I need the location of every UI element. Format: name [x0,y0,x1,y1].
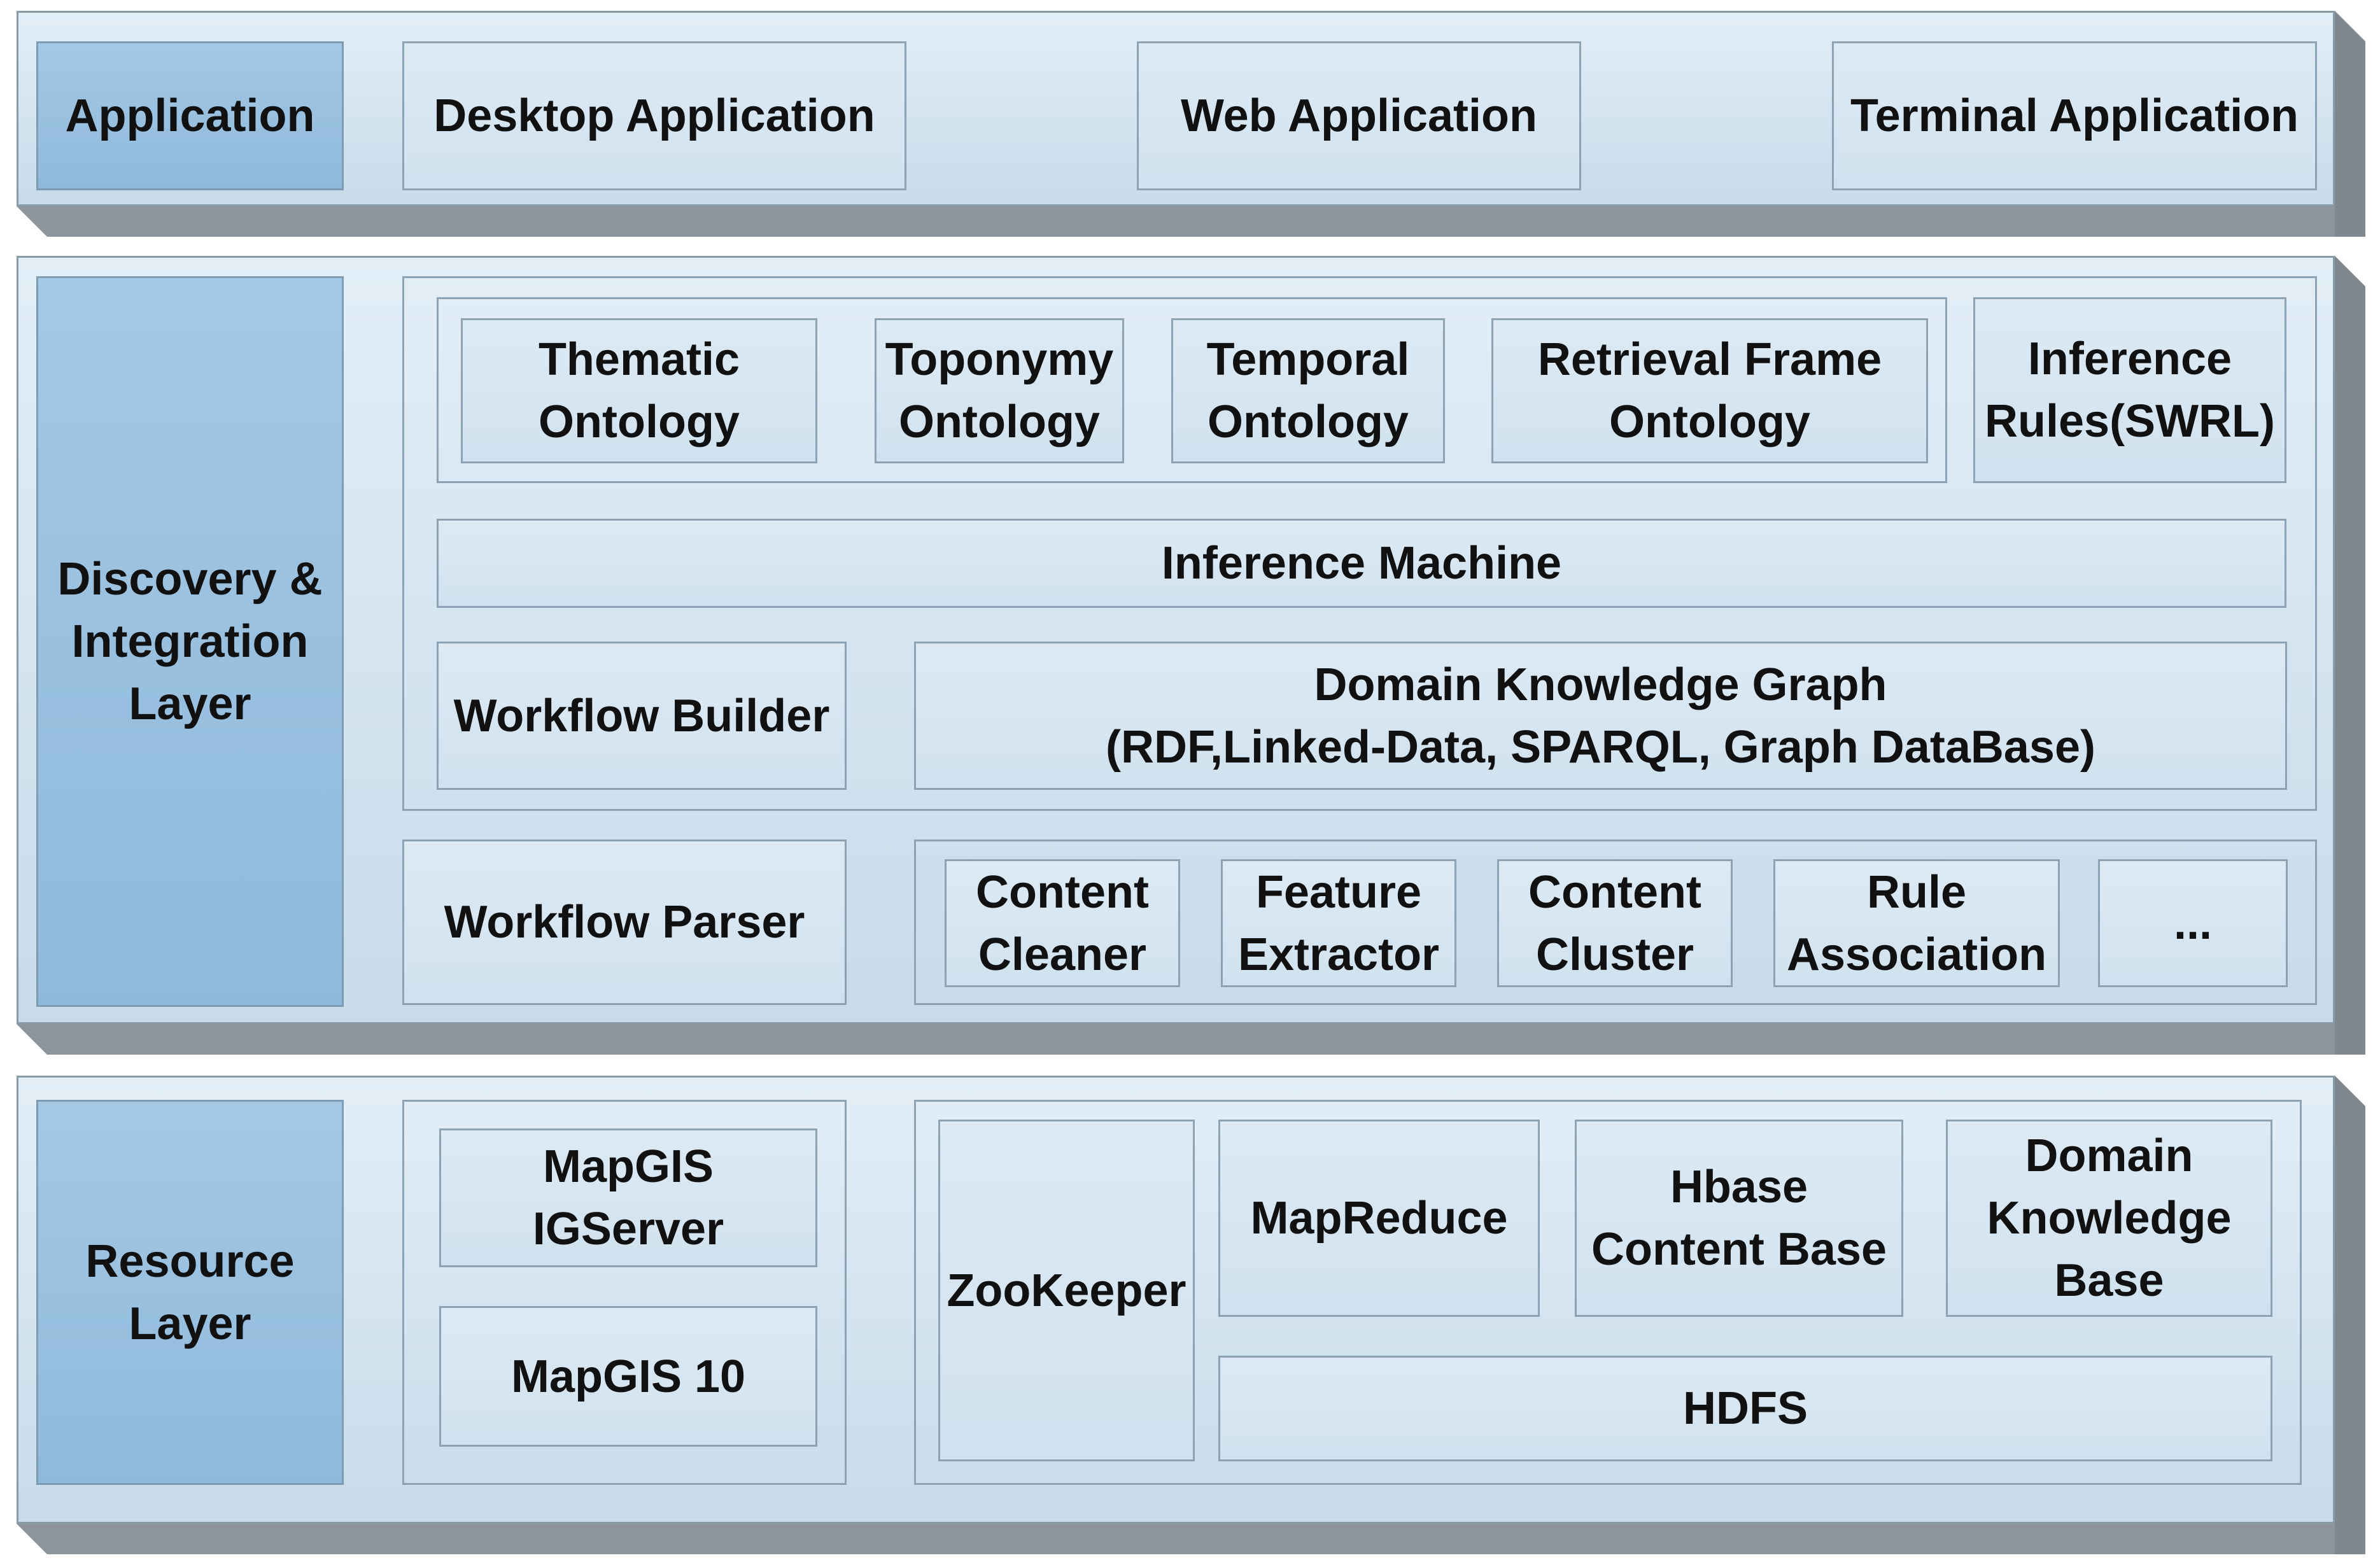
application-layer-bevel-right [2335,11,2365,237]
hadoop-group [914,1100,2302,1485]
domain-knowledge-graph-box: Domain Knowledge Graph (RDF,Linked-Data,… [914,642,2287,790]
workflow-builder-box: Workflow Builder [437,642,847,790]
inference-machine-box: Inference Machine [437,519,2286,608]
toponymy-ontology-box: Toponymy Ontology [875,318,1124,463]
resource-layer-label: Resource Layer [36,1100,344,1485]
rule-association-box: Rule Association [1773,859,2060,987]
discovery-layer-bevel-right [2335,256,2365,1055]
hbase-content-base-box: Hbase Content Base [1575,1120,1903,1317]
more-processors-box: ... [2098,859,2288,987]
zookeeper-box: ZooKeeper [938,1120,1195,1461]
resource-layer-bevel-right [2335,1076,2365,1554]
mapreduce-box: MapReduce [1218,1120,1540,1317]
inference-rules-box: Inference Rules(SWRL) [1973,297,2286,483]
mapgis-igserver-box: MapGIS IGServer [439,1128,817,1267]
resource-layer-bevel-bottom [17,1524,2365,1554]
discovery-layer-bevel-bottom [17,1024,2365,1055]
ontology-group [437,297,1947,483]
domain-knowledge-base-box: Domain Knowledge Base [1946,1120,2272,1317]
processor-group [914,840,2317,1005]
application-layer-label: Application [36,41,344,190]
hdfs-box: HDFS [1218,1356,2272,1461]
terminal-application-box: Terminal Application [1832,41,2317,190]
thematic-ontology-box: Thematic Ontology [461,318,817,463]
mapgis-10-box: MapGIS 10 [439,1306,817,1447]
content-cluster-box: Content Cluster [1497,859,1733,987]
temporal-ontology-box: Temporal Ontology [1171,318,1445,463]
discovery-layer-label: Discovery & Integration Layer [36,276,344,1007]
workflow-parser-box: Workflow Parser [402,840,847,1005]
web-application-box: Web Application [1137,41,1581,190]
feature-extractor-box: Feature Extractor [1221,859,1456,987]
application-layer-bevel-bottom [17,206,2365,237]
retrieval-frame-ontology-box: Retrieval Frame Ontology [1491,318,1928,463]
desktop-application-box: Desktop Application [402,41,906,190]
mapgis-group [402,1100,847,1485]
knowledge-group [402,276,2317,811]
content-cleaner-box: Content Cleaner [945,859,1180,987]
